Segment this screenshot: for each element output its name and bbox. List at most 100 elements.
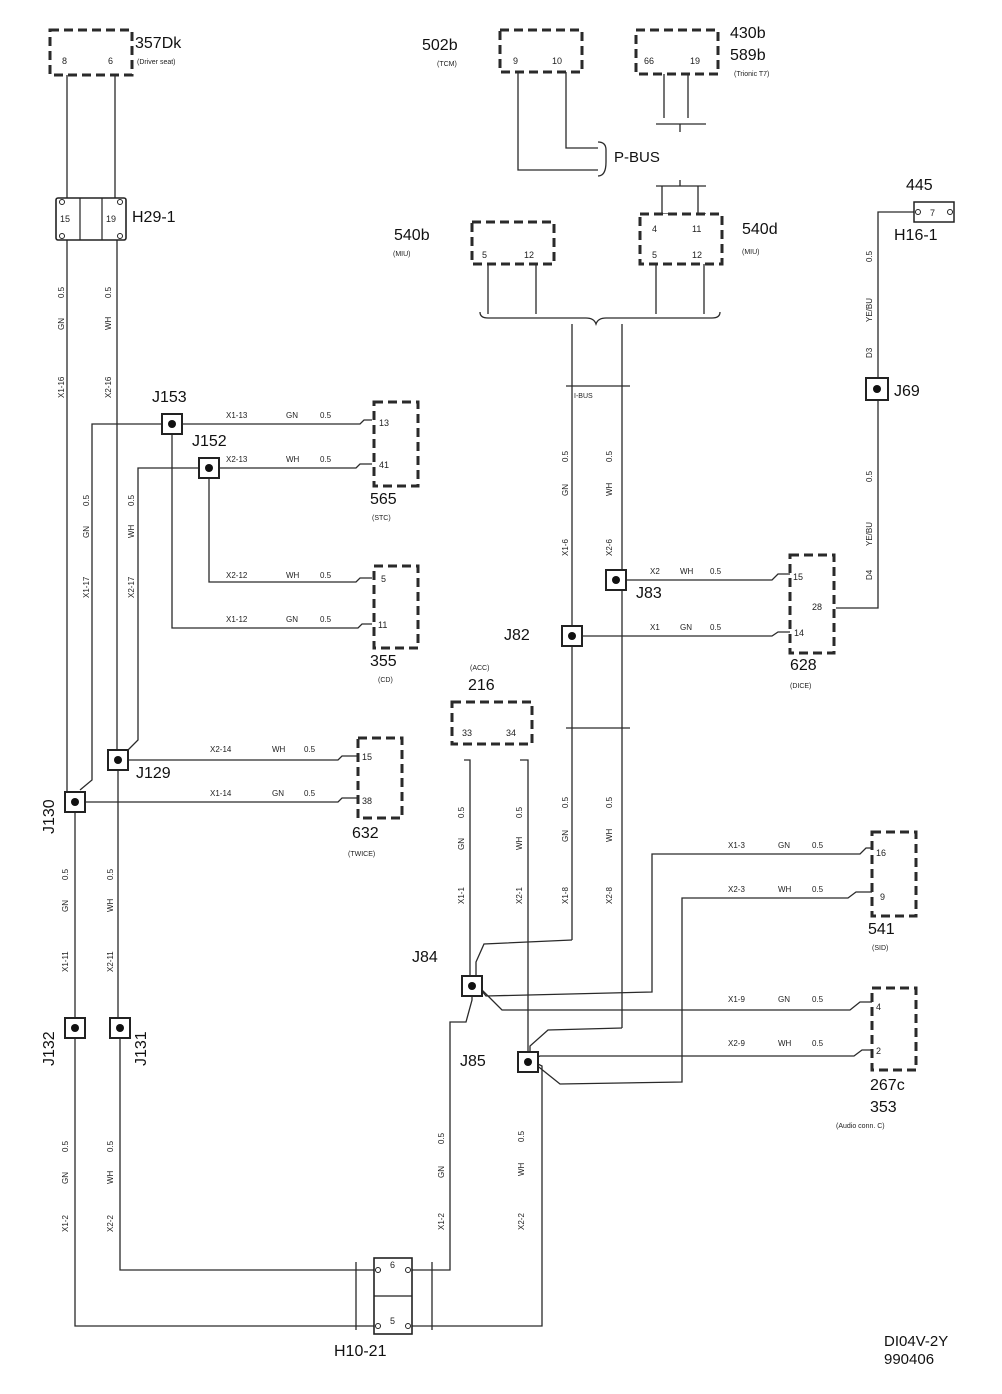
wires [66, 72, 916, 1330]
label-357dk: 357Dk [135, 35, 182, 52]
wl-wh-e: WH [778, 885, 792, 894]
wl-wh-a: WH [286, 455, 300, 464]
component-541-box [870, 830, 918, 918]
label-445: 445 [906, 177, 933, 194]
wl-x2-6: X2-6 [605, 539, 614, 556]
label-j82: J82 [504, 627, 530, 644]
junction-j82 [561, 625, 583, 647]
label-540b-desc: (MIU) [393, 251, 411, 258]
wl-x1-11: X1-11 [61, 951, 70, 972]
label-ibus: I-BUS [574, 393, 593, 400]
wl-size-v4: 0.5 [127, 494, 136, 506]
wl-wh-v1: WH [104, 316, 113, 330]
pin-541-9: 9 [880, 892, 885, 902]
label-355: 355 [370, 653, 397, 670]
junction-j129 [107, 749, 129, 771]
wl-x2-3: X2-3 [728, 885, 745, 894]
component-430b-box [634, 28, 720, 76]
label-j85: J85 [460, 1053, 486, 1070]
pin-540d-12: 12 [692, 250, 702, 260]
pin-540d-5: 5 [652, 250, 657, 260]
h10-21-connector [373, 1257, 413, 1335]
pin-430b-19: 19 [690, 56, 700, 66]
wl-size-b: 0.5 [320, 455, 332, 464]
label-216-desc: (ACC) [470, 665, 489, 672]
pin-632-38: 38 [362, 796, 372, 806]
junction-j153 [161, 413, 183, 435]
wl-size-j: 0.5 [812, 885, 824, 894]
pin-355-11: 11 [378, 620, 387, 630]
label-632-desc: (TWICE) [348, 851, 375, 858]
junctions [64, 377, 889, 1073]
pin-502b-9: 9 [513, 56, 518, 66]
wl-wh-v4: WH [106, 1170, 115, 1184]
component-565-box [372, 400, 420, 488]
pin-565-13: 13 [379, 418, 389, 428]
wl-wh-v3: WH [106, 898, 115, 912]
label-540d: 540d [742, 221, 778, 238]
wl-wh-d: WH [680, 567, 694, 576]
label-355-desc: (CD) [378, 677, 393, 684]
label-430b-desc: (Trionic T7) [734, 71, 769, 78]
label-267c-desc: (Audio conn. C) [836, 1123, 885, 1130]
wl-gn-d: GN [680, 623, 692, 632]
label-628: 628 [790, 657, 817, 674]
h29-1-connector [55, 197, 127, 241]
label-j131: J131 [133, 1031, 150, 1066]
wl-x1-17: X1-17 [82, 576, 91, 598]
pin-267c-4: 4 [876, 1002, 881, 1012]
component-267c-box [870, 986, 918, 1072]
wl-x2-14: X2-14 [210, 745, 232, 754]
wl-x1-14: X1-14 [210, 789, 232, 798]
wl-x1-2a: X1-2 [61, 1215, 70, 1232]
label-pbus: P-BUS [614, 149, 660, 166]
wl-gn-v1: GN [57, 318, 66, 330]
wl-gn-v7: GN [457, 838, 466, 850]
wl-gn-v6: GN [561, 830, 570, 842]
wl-size-v1: 0.5 [57, 286, 66, 298]
label-357dk-desc: (Driver seat) [137, 59, 176, 66]
label-j129: J129 [136, 765, 171, 782]
pin-628-14: 14 [794, 628, 804, 638]
pin-216-34: 34 [506, 728, 516, 738]
wl-x2-1: X2-1 [515, 887, 524, 904]
wl-wh-v7: WH [515, 836, 524, 850]
wl-x1-2b: X1-2 [437, 1213, 446, 1230]
wl-gn-f: GN [778, 995, 790, 1004]
wl-x2: X2 [650, 567, 660, 576]
wl-x1-8: X1-8 [561, 887, 570, 904]
wl-size-c: 0.5 [320, 571, 332, 580]
wl-x1: X1 [650, 623, 660, 632]
label-216: 216 [468, 677, 495, 694]
label-565: 565 [370, 491, 397, 508]
wl-x1-3: X1-3 [728, 841, 745, 850]
component-355-box [372, 564, 420, 650]
wl-wh-v2: WH [127, 524, 136, 538]
h16-1-connector [913, 201, 955, 223]
pin-267c-2: 2 [876, 1046, 881, 1056]
wl-size-k: 0.5 [812, 995, 824, 1004]
label-267c: 267c [870, 1077, 905, 1094]
wl-d4: D4 [865, 569, 874, 580]
wl-size-v7: 0.5 [61, 1140, 70, 1152]
wl-size-h: 0.5 [710, 623, 722, 632]
wl-size-v8: 0.5 [106, 1140, 115, 1152]
wl-x2-12: X2-12 [226, 571, 248, 580]
component-216-box [450, 700, 534, 746]
pin-502b-10: 10 [552, 56, 562, 66]
labels: 357Dk (Driver seat) 8 6 502b (TCM) 9 10 … [41, 25, 948, 1368]
pin-540b-12: 12 [524, 250, 534, 260]
wl-gn-v5: GN [561, 484, 570, 496]
pin-540b-5: 5 [482, 250, 487, 260]
wl-x2-2b: X2-2 [517, 1213, 526, 1230]
wl-size-v16: 0.5 [517, 1130, 526, 1142]
pin-628-28: 28 [812, 602, 822, 612]
label-589b: 589b [730, 47, 766, 64]
wl-d3: D3 [865, 347, 874, 358]
junction-j132 [64, 1017, 86, 1039]
wl-wh-v6: WH [605, 828, 614, 842]
wl-size-v11: 0.5 [561, 796, 570, 808]
wl-wh-v5: WH [605, 482, 614, 496]
